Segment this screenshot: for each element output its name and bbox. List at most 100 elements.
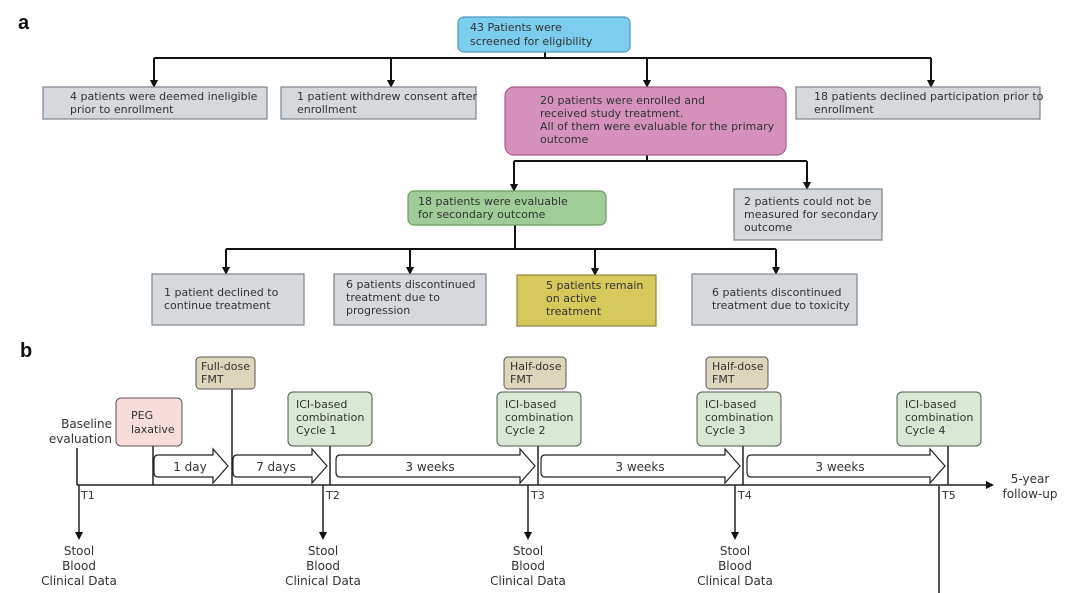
box-toxicity-line: treatment due to toxicity [712,299,850,312]
box-cycle-4: ICI-based combination Cycle 4 [896,391,982,447]
cycle-line: combination [505,411,573,424]
timepoint-t2: T2 [325,489,340,502]
sample-clinical: Clinical Data [285,574,361,588]
followup-line: follow-up [1003,487,1058,501]
box-peg-laxative: PEG laxative [115,397,183,447]
cycle-line: ICI-based [705,398,756,411]
box-toxicity: 6 patients discontinued treatment due to… [691,273,858,326]
interval-label: 3 weeks [815,460,864,474]
sample-blood: Blood [511,559,545,573]
box-active-line: on active [546,292,597,305]
box-declined-continue-line: continue treatment [164,299,271,312]
box-screened: 43 Patients were screened for eligibilit… [457,16,631,53]
box-declined-continue-line: 1 patient declined to [164,286,279,299]
box-not-measured-line: 2 patients could not be [744,195,872,208]
box-cycle-3: ICI-based combination Cycle 3 [696,391,782,447]
box-secondary-line: 18 patients were evaluable [418,195,568,208]
box-active-line: treatment [546,305,602,318]
box-progression-line: progression [346,304,410,317]
sample-blood: Blood [718,559,752,573]
box-enrolled-line: received study treatment. [540,107,683,120]
box-enrolled: 20 patients were enrolled and received s… [504,86,787,156]
box-ineligible: 4 patients were deemed ineligible prior … [42,86,268,120]
samples-t2: Stool Blood Clinical Data [285,544,361,588]
interval-arrow: 3 weeks [540,447,741,485]
box-enrolled-line: All of them were evaluable for the prima… [540,120,775,133]
box-withdrew: 1 patient withdrew consent after enrollm… [280,86,478,120]
box-progression-line: treatment due to [346,291,440,304]
box-full-dose-fmt: Full-dose FMT [195,356,256,390]
followup-line: 5-year [1011,472,1050,486]
timepoint-t4: T4 [737,489,752,502]
followup-label: 5-year follow-up [1003,472,1058,501]
timepoint-t3: T3 [530,489,545,502]
box-progression: 6 patients discontinued treatment due to… [333,273,487,326]
timepoint-t1: T1 [80,489,95,502]
full-fmt-line: FMT [201,373,224,386]
box-enrolled-line: outcome [540,133,589,146]
sample-stool: Stool [64,544,94,558]
interval-arrow: 3 weeks [746,447,946,485]
half-fmt-line: Half-dose [712,360,764,373]
panel-a-label: a [18,12,30,34]
cycle-line: combination [296,411,364,424]
box-cycle-2: ICI-based combination Cycle 2 [496,391,582,447]
cycle-line: Cycle 1 [296,424,337,437]
box-declined-participation: 18 patients declined participation prior… [795,86,1044,120]
half-fmt-line: FMT [510,373,533,386]
box-screened-line: screened for eligibility [470,35,593,48]
box-declined-line: 18 patients declined participation prior… [814,90,1044,103]
box-evaluable-secondary: 18 patients were evaluable for secondary… [407,190,607,226]
box-secondary-line: for secondary outcome [418,208,546,221]
box-declined-continue: 1 patient declined to continue treatment [151,273,305,326]
box-ineligible-line: prior to enrollment [70,103,174,116]
interval-arrow: 3 weeks [335,447,536,485]
samples-t1: Stool Blood Clinical Data [41,544,117,588]
peg-line: PEG [131,409,153,422]
interval-label: 3 weeks [615,460,664,474]
interval-arrow: 7 days [232,447,328,485]
interval-label: 1 day [173,460,207,474]
timepoint-labels: T1 T2 T3 T4 T5 [80,489,956,502]
box-not-measured: 2 patients could not be measured for sec… [733,188,883,241]
box-screened-line: 43 Patients were [470,21,562,34]
box-active-line: 5 patients remain [546,279,643,292]
box-withdrew-line: enrollment [297,103,357,116]
timeline [75,389,994,593]
box-withdrew-line: 1 patient withdrew consent after [297,90,478,103]
interval-label: 3 weeks [405,460,454,474]
box-active: 5 patients remain on active treatment [516,274,657,327]
interval-arrow: 1 day [153,447,229,485]
cycle-line: ICI-based [905,398,956,411]
baseline-label: Baseline evaluation [49,417,112,446]
cycle-line: ICI-based [505,398,556,411]
box-cycle-1: ICI-based combination Cycle 1 [287,391,373,447]
interval-label: 7 days [256,460,296,474]
connectors-a [150,52,935,276]
sample-stool: Stool [720,544,750,558]
panel-b-label: b [20,340,32,362]
peg-line: laxative [131,423,175,436]
sample-blood: Blood [306,559,340,573]
box-half-dose-fmt: Half-dose FMT [705,356,769,390]
cycle-line: Cycle 2 [505,424,546,437]
box-not-measured-line: measured for secondary [744,208,879,221]
cycle-line: Cycle 4 [905,424,946,437]
half-fmt-line: Half-dose [510,360,562,373]
box-declined-line: enrollment [814,103,874,116]
box-half-dose-fmt: Half-dose FMT [503,356,567,390]
sample-stool: Stool [513,544,543,558]
timepoint-t5: T5 [941,489,956,502]
sample-clinical: Clinical Data [41,574,117,588]
full-fmt-line: Full-dose [201,360,250,373]
box-not-measured-line: outcome [744,221,793,234]
samples-t4: Stool Blood Clinical Data [697,544,773,588]
cycle-line: combination [705,411,773,424]
cycle-line: Cycle 3 [705,424,746,437]
sample-stool: Stool [308,544,338,558]
sample-blood: Blood [62,559,96,573]
cycle-line: ICI-based [296,398,347,411]
sample-clinical: Clinical Data [697,574,773,588]
baseline-line: Baseline [61,417,112,431]
